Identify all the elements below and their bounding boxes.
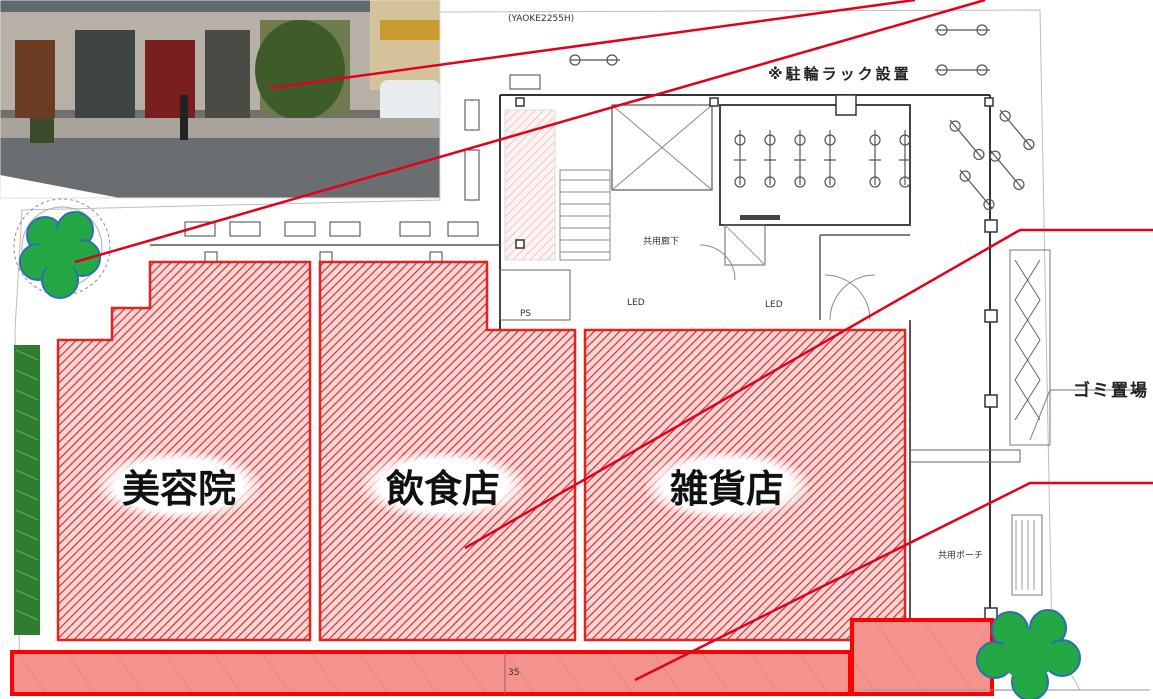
callout-line-photo-1 <box>269 0 916 90</box>
bicycle-racks <box>569 24 1035 211</box>
ps-label: PS <box>520 309 532 319</box>
fixtures-row <box>184 74 541 263</box>
beauty-salon-area <box>56 260 312 642</box>
drawing-tag: (YAOKE2255H) <box>508 14 575 24</box>
callout-line-restaurant <box>464 228 1153 550</box>
left-hedge <box>14 345 40 635</box>
tree-top-left <box>13 198 111 299</box>
tree-bottom-right <box>976 609 1081 699</box>
restaurant-area <box>318 260 577 642</box>
shop-areas <box>56 260 907 642</box>
general-store-label: 雑貨店 <box>646 452 809 519</box>
callout-lines <box>74 0 1153 682</box>
restaurant-label: 飲食店 <box>362 452 525 519</box>
callout-line-frontage <box>634 481 1153 682</box>
dimension-label: 35 <box>508 668 520 678</box>
bicycle-rack-note: ※駐輪ラック設置 <box>768 65 912 83</box>
frontage-strip-main <box>10 650 852 696</box>
led-label-2: LED <box>765 300 783 310</box>
storefront-photo <box>0 0 441 199</box>
beauty-salon-label: 美容院 <box>98 452 261 519</box>
led-label: LED <box>627 298 645 308</box>
shared-porch-label: 共用ポーチ <box>938 551 984 561</box>
callout-line-photo-2 <box>74 0 986 264</box>
common-hall-label: 共用廊下 <box>643 237 680 247</box>
right-hedge-panel <box>1014 259 1041 421</box>
garbage-area-label: ゴミ置場 <box>1073 381 1149 401</box>
frontage-strip-porch <box>850 618 994 696</box>
